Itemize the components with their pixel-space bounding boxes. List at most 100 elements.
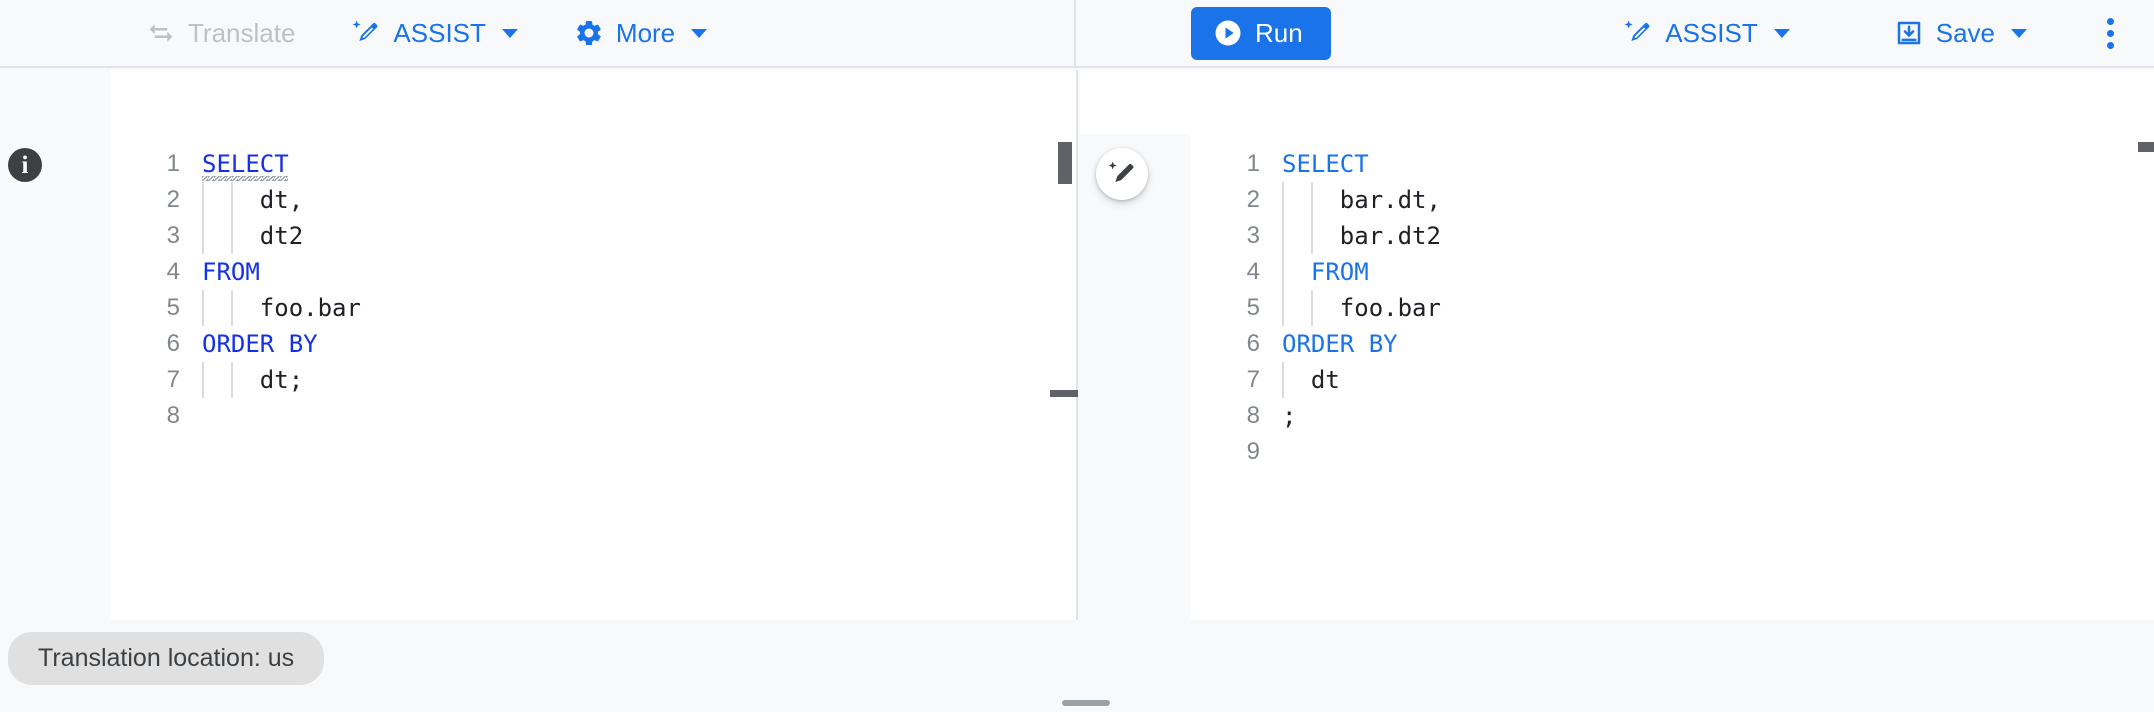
code-token: dt2 [259, 222, 304, 250]
line-number: 5 [166, 294, 180, 321]
translate-label: Translate [188, 17, 296, 48]
assist-label: ASSIST [393, 17, 486, 48]
code-line[interactable]: 2 bar.dt, [1190, 182, 2154, 218]
line-number: 6 [166, 330, 180, 357]
assist-button-source[interactable]: ASSIST [345, 10, 523, 57]
gear-icon [574, 18, 604, 48]
run-button[interactable]: Run [1191, 6, 1331, 60]
code-line[interactable]: 4 FROM [110, 254, 1076, 290]
code-token: SELECT [1282, 150, 1369, 178]
code-text: ORDER BY [202, 326, 318, 362]
magic-pencil-icon [1107, 159, 1137, 189]
line-number: 2 [1246, 186, 1260, 213]
code-text: foo.bar [1282, 290, 1441, 326]
chevron-down-icon [501, 28, 518, 38]
target-vertical-scrollbar[interactable] [2138, 142, 2154, 152]
line-number: 8 [1246, 402, 1260, 429]
indent-guide [1310, 182, 1313, 218]
code-text: bar.dt2 [1282, 218, 1441, 254]
line-number: 3 [166, 222, 180, 249]
code-line[interactable]: 9 [1190, 434, 2154, 470]
code-line[interactable]: 8 [110, 398, 1076, 434]
code-token: dt [1310, 366, 1340, 394]
code-line[interactable]: 6 ORDER BY [110, 326, 1076, 362]
code-text: dt; [202, 362, 303, 398]
code-token: foo.bar [1339, 294, 1441, 322]
code-token: bar.dt2 [1339, 222, 1441, 250]
code-token: dt; [259, 366, 304, 394]
target-toolbar: Run ASSIST [1076, 0, 2154, 66]
translation-location-chip: Translation location: us [8, 632, 325, 685]
source-toolbar: Translate ASSIST More [0, 0, 1076, 66]
code-line[interactable]: 1 SELECT [1190, 146, 2154, 182]
run-label: Run [1255, 17, 1303, 48]
code-text: SELECT [1282, 146, 1369, 182]
chevron-down-icon [1773, 28, 1790, 38]
code-line[interactable]: 1 SELECT [110, 146, 1076, 182]
code-token: ORDER BY [1282, 330, 1398, 358]
indent-guide [202, 290, 204, 326]
code-line[interactable]: 3 dt2 [110, 218, 1076, 254]
code-text: SELECT [202, 146, 289, 182]
line-number: 1 [1246, 150, 1260, 177]
more-label: More [615, 17, 676, 48]
code-text: ORDER BY [1282, 326, 1398, 362]
line-number: 2 [166, 186, 180, 213]
more-button[interactable]: More [568, 10, 713, 57]
code-line[interactable]: 4 FROM [1190, 254, 2154, 290]
code-text: dt [1282, 362, 1340, 398]
indent-guide [1310, 290, 1313, 326]
line-number: 7 [1246, 366, 1260, 393]
indent-guide [202, 218, 204, 254]
code-text: FROM [202, 254, 260, 290]
code-text: FROM [1282, 254, 1369, 290]
info-icon[interactable]: i [8, 148, 42, 182]
line-number: 1 [166, 150, 180, 177]
code-line[interactable]: 8; [1190, 398, 2154, 434]
save-label: Save [1935, 17, 1995, 48]
source-vertical-scrollbar[interactable] [1058, 142, 1072, 184]
code-text: bar.dt, [1282, 182, 1441, 218]
source-horizontal-scrollbar[interactable] [1050, 390, 1078, 397]
line-number: 4 [166, 258, 180, 285]
code-line[interactable]: 5 foo.bar [1190, 290, 2154, 326]
code-line[interactable]: 7 dt; [110, 362, 1076, 398]
line-number: 7 [166, 366, 180, 393]
assist-button-target[interactable]: ASSIST [1617, 10, 1795, 57]
magic-pencil-icon [1623, 18, 1653, 48]
line-number: 9 [1246, 438, 1260, 465]
code-token: foo.bar [259, 294, 361, 322]
resize-handle[interactable] [1062, 700, 1110, 706]
indent-guide [1282, 362, 1284, 398]
swap-horiz-icon [146, 18, 176, 48]
code-token: bar.dt, [1339, 186, 1441, 214]
assist-label: ASSIST [1665, 17, 1758, 48]
save-button[interactable]: Save [1888, 10, 2033, 57]
indent-guide [230, 362, 233, 398]
chevron-down-icon [2011, 28, 2027, 38]
line-number: 5 [1246, 294, 1260, 321]
top-toolbar: Translate ASSIST More [0, 0, 2154, 68]
magic-pencil-icon [351, 18, 381, 48]
footer-bar: Translation location: us [0, 620, 2154, 712]
code-token: SELECT [202, 150, 289, 178]
translate-button[interactable]: Translate [140, 10, 301, 57]
indent-guide [230, 290, 233, 326]
assist-fab-button[interactable] [1096, 148, 1148, 200]
code-line[interactable]: 5 foo.bar [110, 290, 1076, 326]
indent-guide [202, 362, 204, 398]
indent-guide [202, 182, 204, 218]
code-line[interactable]: 7 dt [1190, 362, 2154, 398]
indent-guide [230, 182, 233, 218]
indent-guide [230, 218, 233, 254]
kebab-menu-icon[interactable] [2093, 8, 2128, 59]
code-text: foo.bar [202, 290, 361, 326]
line-number: 4 [1246, 258, 1260, 285]
